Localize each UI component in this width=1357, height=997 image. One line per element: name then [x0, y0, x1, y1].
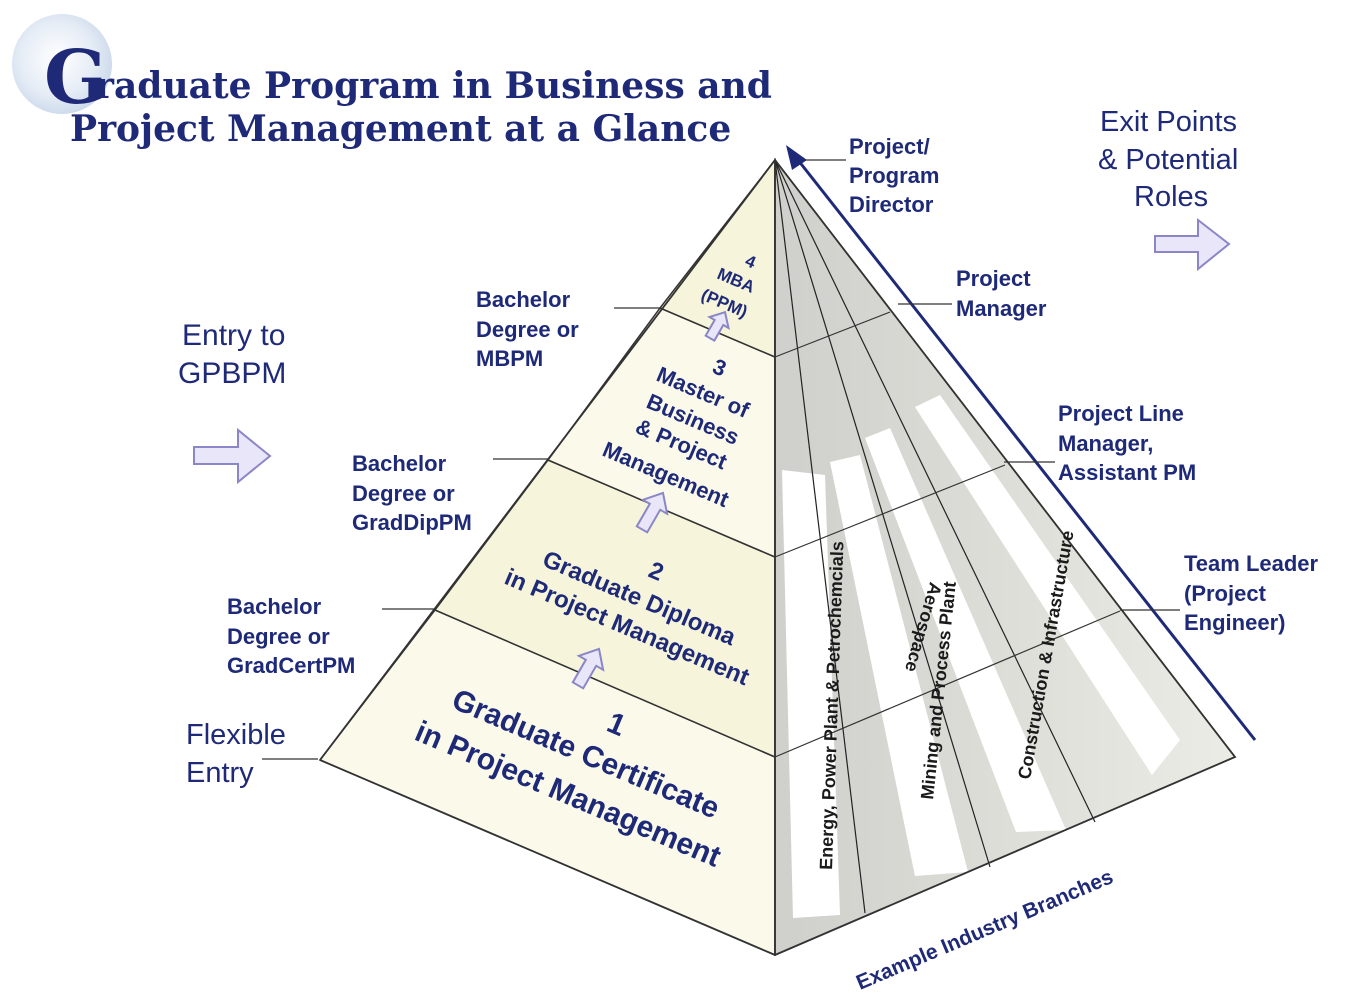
branch-strip-3 — [865, 428, 1066, 832]
role-program-director: Project/ Program Director — [805, 134, 939, 217]
tier-up-arrow-2 — [635, 491, 669, 534]
title-initial: G — [44, 35, 107, 121]
branch-strip-4 — [915, 395, 1180, 775]
svg-text:Assistant PM: Assistant PM — [1058, 460, 1196, 485]
role-project-manager: Project Manager — [898, 266, 1047, 321]
right-tier-line-4 — [774, 311, 891, 358]
svg-text:Manager: Manager — [956, 296, 1047, 321]
exit-arrow-icon — [1154, 217, 1231, 272]
title-line-1: raduate Program in Business and — [95, 65, 772, 107]
branch-divider-1 — [774, 159, 866, 914]
tier-up-arrow-3 — [704, 310, 730, 342]
svg-text:Bachelor: Bachelor — [352, 451, 447, 476]
flexible-entry-line-2: Entry — [186, 757, 254, 789]
career-progression-arrowhead — [786, 145, 807, 170]
entry-requirement-gradcertpm: Bachelor Degree or GradCertPM — [227, 594, 434, 678]
flexible-entry-line-1: Flexible — [186, 719, 286, 751]
svg-text:Bachelor: Bachelor — [476, 287, 571, 312]
exit-heading-line-1: Exit Points — [1100, 106, 1237, 138]
svg-text:GradDipPM: GradDipPM — [352, 510, 472, 535]
branch-divider-3 — [774, 159, 1096, 823]
svg-text:Director: Director — [849, 192, 934, 217]
svg-text:Team Leader: Team Leader — [1184, 551, 1319, 576]
entry-requirement-graddippm: Bachelor Degree or GradDipPM — [352, 451, 548, 535]
svg-text:Degree or: Degree or — [476, 317, 579, 342]
svg-text:Degree or: Degree or — [227, 624, 330, 649]
svg-text:Project/: Project/ — [849, 134, 930, 159]
svg-text:Manager,: Manager, — [1058, 431, 1153, 456]
svg-text:Program: Program — [849, 163, 939, 188]
exit-heading-line-3: Roles — [1134, 181, 1208, 213]
exit-heading-line-2: & Potential — [1098, 144, 1238, 176]
branch-strip-2 — [830, 455, 968, 876]
svg-text:(Project: (Project — [1184, 581, 1267, 606]
entry-arrow-icon — [193, 427, 272, 485]
svg-text:Bachelor: Bachelor — [227, 594, 322, 619]
svg-text:Project: Project — [956, 266, 1031, 291]
title-line-2: Project Management at a Glance — [70, 108, 731, 150]
svg-text:Degree or: Degree or — [352, 481, 455, 506]
role-team-leader: Team Leader (Project Engineer) — [1120, 551, 1319, 635]
right-tier-line-3 — [774, 464, 1006, 558]
entry-requirement-mbpm: Bachelor Degree or MBPM — [476, 287, 660, 371]
svg-text:Project Line: Project Line — [1058, 401, 1184, 426]
svg-text:MBPM: MBPM — [476, 346, 543, 371]
entry-heading-line-2: GPBPM — [178, 357, 286, 390]
svg-text:GradCertPM: GradCertPM — [227, 653, 355, 678]
pyramid-outline — [319, 158, 1237, 956]
svg-text:Engineer): Engineer) — [1184, 610, 1285, 635]
entry-heading-line-1: Entry to — [182, 319, 285, 352]
tier-up-arrow-1 — [571, 647, 605, 690]
title-circle-decoration — [12, 14, 112, 114]
right-tier-line-2 — [774, 610, 1121, 758]
role-project-line-manager: Project Line Manager, Assistant PM — [1004, 401, 1196, 485]
career-progression-arrow — [796, 159, 1257, 741]
